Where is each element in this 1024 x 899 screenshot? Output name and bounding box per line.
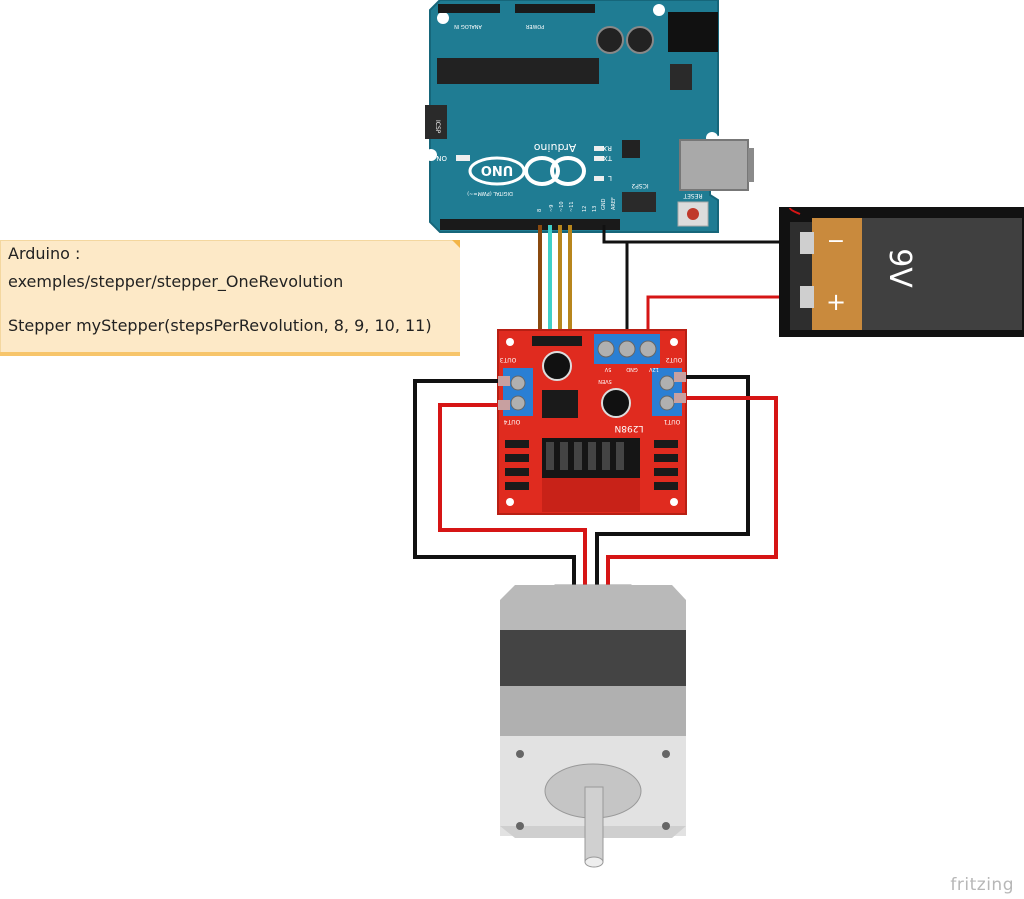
arduino-power-label: POWER xyxy=(525,23,544,29)
wire-out1-black xyxy=(595,375,750,598)
arduino-pin-11-label: ~11 xyxy=(569,201,575,212)
note-line-3: Stepper myStepper(stepsPerRevolution, 8,… xyxy=(8,316,432,335)
battery-minus-label: − xyxy=(827,229,845,254)
battery-plus-label: + xyxy=(826,288,846,316)
driver-out2-label: OUT2 xyxy=(666,356,683,363)
arduino-reset-label: RESET xyxy=(683,192,703,199)
wire-out4-red xyxy=(438,403,587,598)
arduino-model-label: UNO xyxy=(481,162,514,177)
arduino-icsp2-label: ICSP2 xyxy=(631,182,648,189)
note-line-2: exemples/stepper/stepper_OneRevolution xyxy=(8,272,344,291)
fritzing-watermark: fritzing xyxy=(950,875,1014,895)
driver-12v-label: 12V xyxy=(649,366,659,372)
signal-wires xyxy=(538,225,800,345)
arduino-gnd-pin-label: GND xyxy=(601,198,607,210)
driver-out1-label: OUT1 xyxy=(664,418,681,425)
code-note: Arduino : exemples/stepper/stepper_OneRe… xyxy=(0,240,460,356)
arduino-digital-label: DIGITAL (PWM=~) xyxy=(467,190,513,196)
arduino-pin-13-label: 13 xyxy=(592,206,598,212)
arduino-rx-label: RX xyxy=(602,144,612,152)
driver-gnd-label: GND xyxy=(626,366,638,372)
arduino-brand-label: Arduino xyxy=(533,141,576,154)
arduino-analog-label: ANALOG IN xyxy=(454,23,482,29)
driver-out3-label: OUT3 xyxy=(500,356,517,363)
arduino-pin-10-label: ~10 xyxy=(559,201,565,212)
driver-chip-label: L298N xyxy=(615,423,644,433)
wire-out4-black xyxy=(413,379,576,598)
l298n-driver: L298N OUT3 OUT4 OUT2 OUT1 12V GND 5V 5VE… xyxy=(497,329,687,515)
arduino-on-label: ON xyxy=(436,154,447,162)
arduino-icsp-label: ICSP xyxy=(434,120,441,134)
arduino-aref-pin-label: AREF xyxy=(611,197,617,210)
driver-5ven-label: 5VEN xyxy=(598,378,612,384)
battery-9v: − + 9V xyxy=(779,207,1024,337)
driver-5v-label: 5V xyxy=(604,366,611,372)
arduino-uno-board: UNO Arduino ON RX TX L ICSP ICSP2 RESET … xyxy=(425,0,754,233)
arduino-l-label: L xyxy=(608,174,612,182)
motor-wires xyxy=(413,372,778,598)
battery-voltage-label: 9V xyxy=(882,248,917,288)
wire-out1-red xyxy=(606,396,778,598)
wire-gnd-arduino-battery xyxy=(602,225,800,244)
stepper-motor xyxy=(500,584,686,868)
arduino-pin-12-label: 12 xyxy=(582,206,588,212)
arduino-pin-9-label: ~9 xyxy=(549,205,555,212)
note-line-1: Arduino : xyxy=(8,244,81,263)
note-corner-fold xyxy=(452,240,460,248)
driver-out4-label: OUT4 xyxy=(504,418,521,425)
arduino-pin-8-label: 8 xyxy=(537,209,543,212)
arduino-tx-label: TX xyxy=(603,154,613,162)
